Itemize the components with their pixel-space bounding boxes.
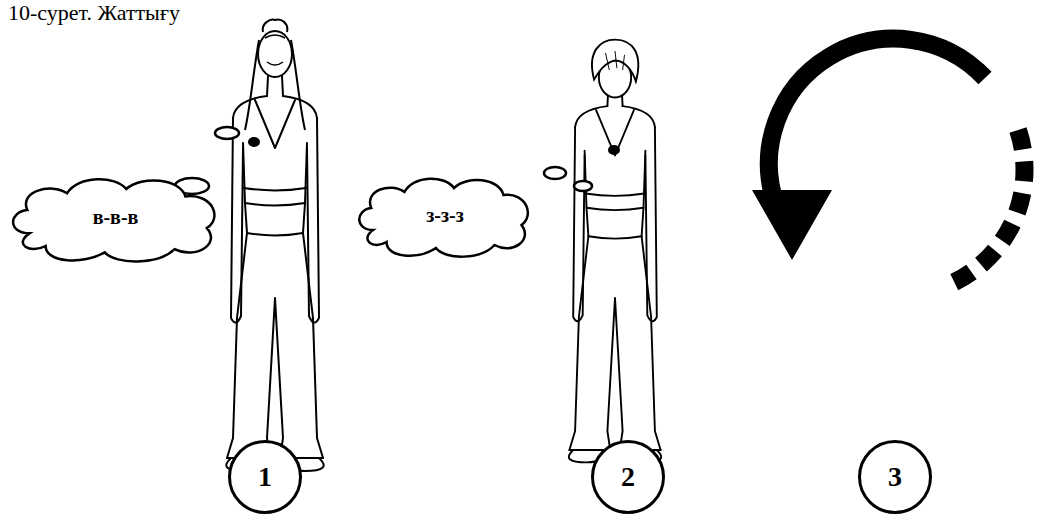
number-circle: 1 <box>228 440 302 514</box>
thought-bubbles <box>175 127 592 194</box>
number-circle: 3 <box>858 440 932 514</box>
thought-cloud: з-з-з <box>355 170 535 260</box>
woman-figure <box>226 20 323 471</box>
callout-number: 1 <box>258 461 272 493</box>
woman-figure <box>569 40 661 463</box>
thought-cloud: в-в-в <box>8 170 223 265</box>
sound-text: з-з-з <box>426 204 463 227</box>
callout-number: 2 <box>621 461 635 493</box>
mouth-dot <box>248 137 620 155</box>
arrow-head <box>752 190 832 260</box>
figure-title: 10-сурет. Жаттығу <box>8 0 180 26</box>
sound-text: в-в-в <box>93 206 139 229</box>
rotation-arrow <box>769 39 1025 285</box>
number-circle: 2 <box>591 440 665 514</box>
callout-number: 3 <box>888 461 902 493</box>
